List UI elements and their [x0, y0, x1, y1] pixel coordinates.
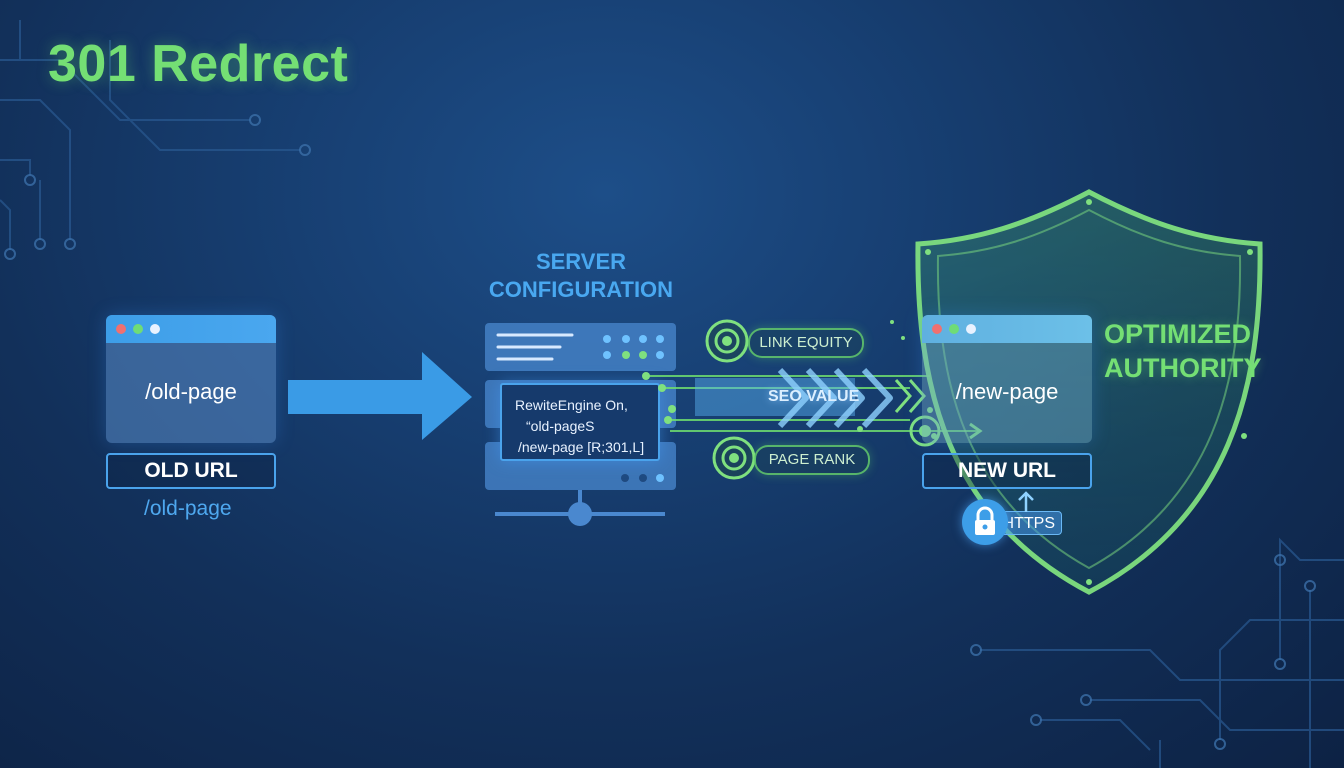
link-equity-pill: LINK EQUITY — [748, 328, 864, 358]
new-url-label: NEW URL — [922, 453, 1092, 489]
config-line-3: /new-page [R;301,L] — [518, 439, 645, 455]
rewrite-config-box: RewiteEngine On, “old-pageS /new-page [R… — [500, 383, 660, 461]
window-dots-icon — [932, 324, 942, 334]
window-title-bar — [922, 315, 1092, 343]
server-title-line1: SERVER — [535, 249, 627, 274]
window-dots-icon — [966, 324, 976, 334]
flow-arrows — [642, 320, 983, 447]
authority-line2: AUTHORITY — [1104, 353, 1262, 383]
window-dots-icon — [949, 324, 959, 334]
window-title-bar — [106, 315, 276, 343]
new-window-path: /new-page — [955, 379, 1059, 404]
lock-badge — [962, 499, 1008, 545]
config-line-1: RewiteEngine On, — [515, 397, 628, 413]
page-rank-pill: PAGE RANK — [754, 445, 870, 475]
old-window-path: /old-page — [145, 379, 237, 404]
server-title-line2: CONFIGURATION — [488, 277, 674, 302]
old-page-window: /old-page — [106, 315, 276, 443]
page-title: 301 Redrect — [48, 35, 349, 93]
optimized-authority-label: OPTIMIZED AUTHORITY — [1104, 317, 1262, 385]
https-badge: HTTPS — [1000, 511, 1062, 535]
config-line-2: “old-pageS — [526, 418, 595, 434]
server-configuration-title: SERVER CONFIGURATION — [470, 248, 692, 304]
shield-icon — [915, 189, 1263, 595]
seo-value-label: SEO VALUE — [768, 388, 860, 405]
window-dots-icon — [116, 324, 126, 334]
arrow-right-icon — [288, 352, 472, 440]
target-icon — [712, 436, 756, 480]
window-dots-icon — [150, 324, 160, 334]
target-icon — [705, 319, 749, 363]
lock-icon — [975, 506, 995, 535]
new-page-window: /new-page — [922, 315, 1092, 443]
authority-line1: OPTIMIZED — [1104, 319, 1251, 349]
old-url-path: /old-page — [144, 497, 232, 520]
arrow-up-icon — [1018, 491, 1034, 512]
old-url-label: OLD URL — [106, 453, 276, 489]
window-dots-icon — [133, 324, 143, 334]
